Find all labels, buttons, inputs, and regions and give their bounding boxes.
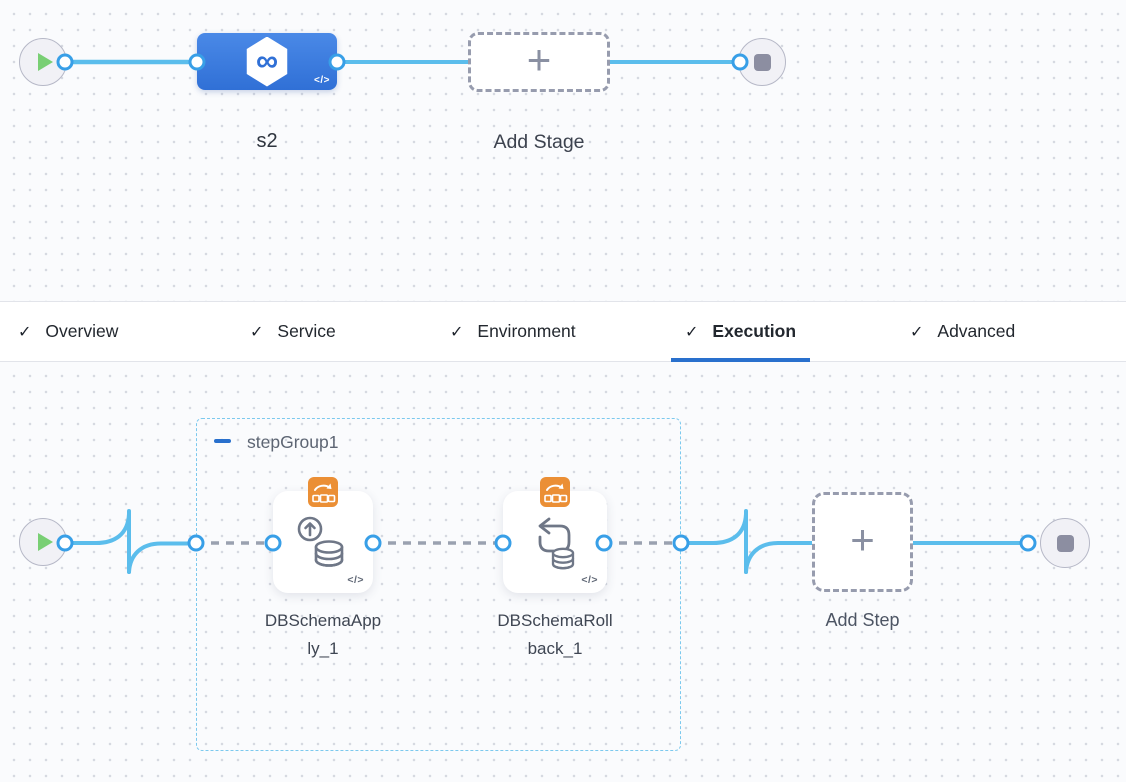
check-icon: ✓ (450, 323, 464, 341)
stop-icon (753, 53, 771, 71)
connector-port[interactable] (595, 534, 613, 552)
connector-port[interactable] (56, 534, 74, 552)
stage-name-label: s2 (256, 130, 278, 152)
check-icon: ✓ (250, 323, 264, 341)
stage-config-tabbar: ✓ Overview ✓ Service ✓ Environment ✓ Exe… (0, 301, 1126, 362)
plus-icon: + (850, 516, 875, 563)
deployment-template-badge-icon (308, 477, 338, 507)
step-name-label: DBSchemaRollback_1 (497, 611, 613, 658)
tab-label: Advanced (937, 321, 1016, 341)
connector-port[interactable] (187, 534, 205, 552)
tab-execution[interactable]: ✓ Execution (671, 302, 811, 362)
plus-icon: + (526, 36, 552, 83)
cd-stage-icon: ∞ (246, 36, 288, 87)
connector-port[interactable] (264, 534, 282, 552)
tab-advanced[interactable]: ✓ Advanced (896, 302, 1029, 361)
connector-line (679, 512, 748, 545)
step-node-dbschemaapply[interactable]: </> (273, 477, 373, 593)
stage-canvas: ∞ </> + s2 Add Stage (0, 0, 1126, 301)
execution-canvas: stepGroup1 (0, 362, 1126, 782)
tab-label: Environment (477, 321, 576, 341)
connector-port[interactable] (731, 53, 749, 71)
connector-port[interactable] (672, 534, 690, 552)
tab-label: Service (277, 321, 336, 341)
tab-label: Execution (712, 321, 797, 341)
code-view-tag: </> (347, 574, 364, 586)
connector-port[interactable] (56, 53, 74, 71)
connector-port[interactable] (1019, 534, 1037, 552)
step-group (196, 418, 681, 751)
tab-service[interactable]: ✓ Service (236, 302, 350, 361)
connector-port[interactable] (364, 534, 382, 552)
active-tab-underline (671, 358, 811, 362)
check-icon: ✓ (18, 323, 32, 341)
play-icon (38, 533, 53, 551)
add-stage-label: Add Stage (493, 131, 585, 153)
tab-overview[interactable]: ✓ Overview (4, 302, 132, 361)
connector-line (127, 541, 198, 574)
execution-end-node[interactable] (1040, 518, 1090, 568)
tab-environment[interactable]: ✓ Environment (436, 302, 590, 361)
add-step-label: Add Step (825, 610, 900, 630)
stop-icon (1056, 534, 1074, 552)
tab-label: Overview (45, 321, 119, 341)
code-view-tag: </> (314, 75, 330, 86)
step-node-dbschemarollback[interactable]: </> (503, 477, 607, 593)
stage-node-s2[interactable]: ∞ </> (197, 33, 337, 90)
infinity-icon: ∞ (255, 42, 279, 78)
connector-line (63, 512, 131, 545)
check-icon: ✓ (685, 323, 699, 341)
connector-port[interactable] (494, 534, 512, 552)
pipeline-end-node[interactable] (738, 38, 786, 86)
collapse-step-group-button[interactable] (214, 439, 231, 443)
code-view-tag: </> (581, 574, 598, 586)
step-group-name-label: stepGroup1 (247, 432, 339, 452)
connector-line (744, 541, 814, 574)
step-name-label: DBSchemaApply_1 (264, 611, 382, 658)
add-step-button[interactable]: + (812, 492, 913, 592)
check-icon: ✓ (910, 323, 924, 341)
deployment-template-badge-icon (540, 477, 570, 507)
db-schema-rollback-icon (538, 517, 575, 570)
db-schema-apply-icon (297, 516, 344, 567)
play-icon (38, 53, 53, 71)
add-stage-button[interactable]: + (468, 32, 610, 92)
connector-port[interactable] (328, 53, 346, 71)
connector-port[interactable] (188, 53, 206, 71)
